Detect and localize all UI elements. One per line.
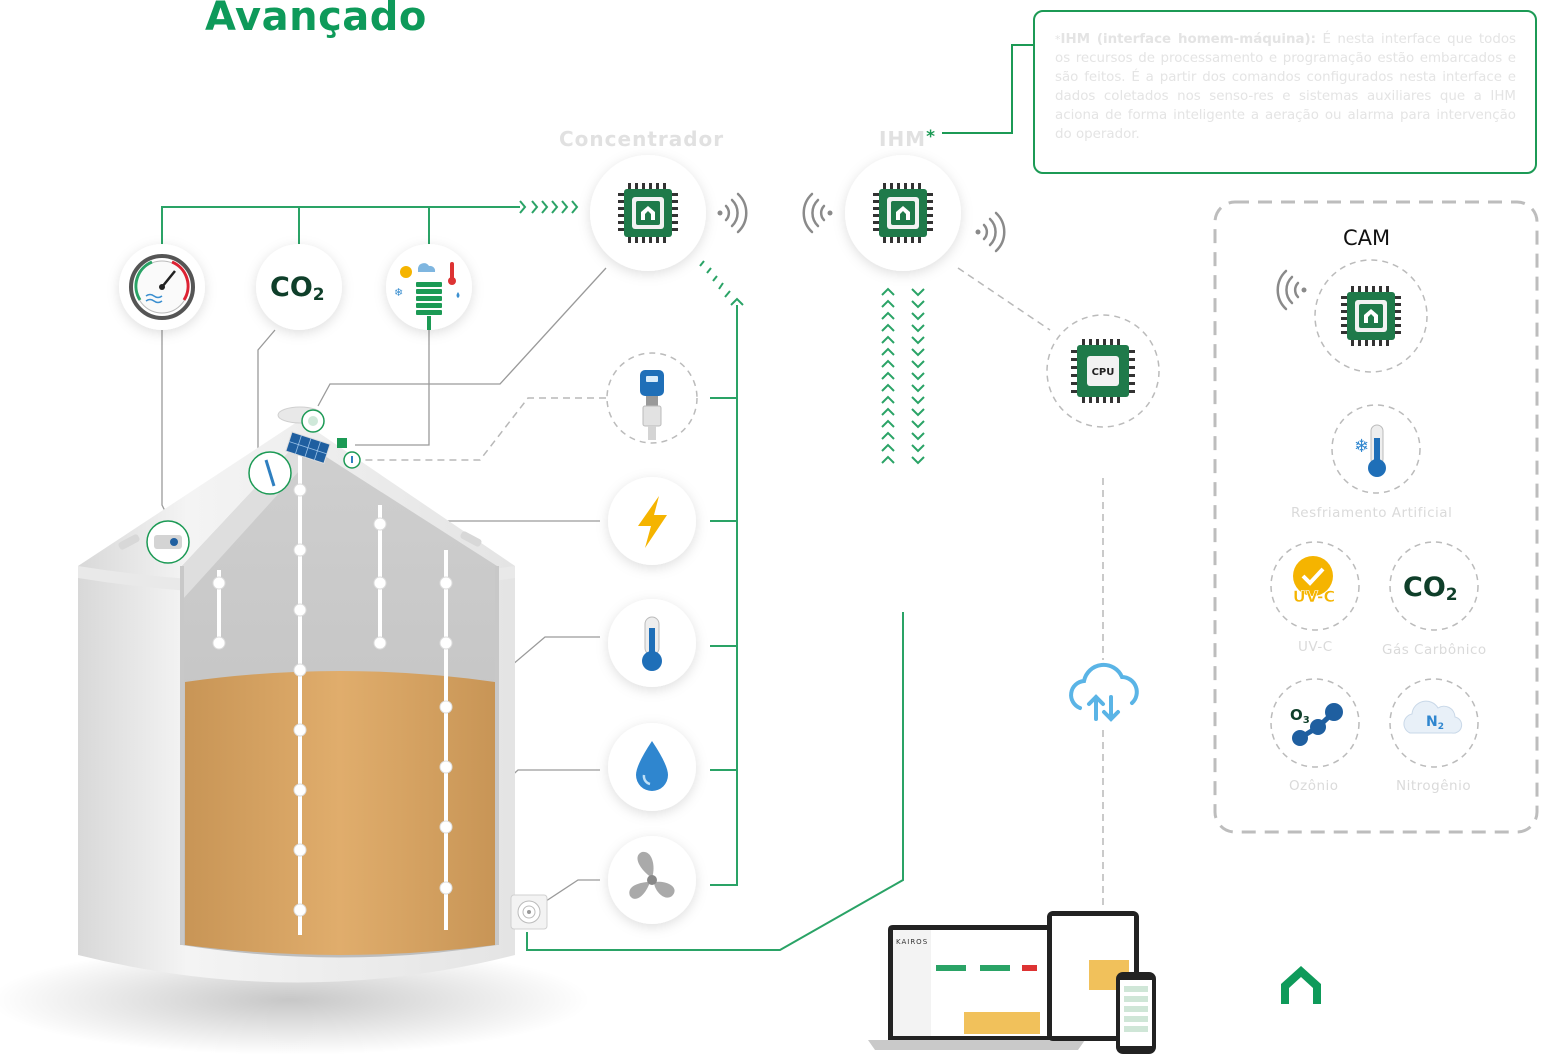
- ihm-note-line: [942, 44, 1033, 134]
- svg-text:❄: ❄: [394, 286, 403, 299]
- ozone-badge: O3: [1290, 706, 1310, 726]
- cooling-icon: ❄: [1331, 404, 1421, 494]
- energy-sensor-icon: [608, 477, 696, 565]
- temperature-sensor-icon: [608, 599, 696, 687]
- cloud-icon: [1069, 662, 1139, 722]
- level-sensor-icon: [606, 352, 698, 444]
- gray-dashed-lines: [360, 267, 1104, 910]
- nitrogen-caption: Nitrogênio: [1396, 778, 1472, 794]
- cooling-caption: Resfriamento Artificial: [1291, 505, 1453, 521]
- manometer-sensor: [119, 244, 205, 330]
- uvc-badge: UV-C: [1293, 587, 1336, 606]
- concentrador-label: Concentrador: [559, 127, 725, 151]
- ihm-asterisk: *: [926, 127, 936, 147]
- devices-mockup: [868, 911, 1156, 1054]
- ihm-note-body: É nesta interface que todos os recursos …: [1055, 32, 1516, 142]
- co2-badge: CO2: [1403, 572, 1458, 605]
- co2-sensor: [256, 244, 342, 330]
- ihm-note: *IHM (interface homem-máquina): É nesta …: [1033, 10, 1537, 174]
- cam-title: CAM: [1343, 226, 1391, 250]
- ozone-icon: [1270, 678, 1360, 768]
- cpu-chip: [1046, 314, 1160, 428]
- weather-station-sensor: ❄: [386, 244, 472, 330]
- fan-line: [526, 612, 904, 951]
- ozone-caption: Ozônio: [1289, 778, 1339, 794]
- devices-brand: KAIROS: [896, 938, 928, 946]
- nitrogen-badge: N2: [1426, 714, 1444, 732]
- ihm-chip: [802, 155, 1006, 271]
- ihm-label: IHM*: [879, 127, 936, 151]
- humidity-sensor-icon: [608, 723, 696, 811]
- right-sensor-bus: [699, 260, 744, 886]
- ihm-note-text: *IHM (interface homem-máquina): É nesta …: [1055, 30, 1516, 144]
- ihm-arrows: [881, 288, 925, 464]
- co2-icon: [1389, 541, 1479, 631]
- co2-sensor-label: CO2: [270, 272, 325, 305]
- cpu-label: CPU: [1092, 367, 1115, 378]
- nitrogen-icon: [1389, 678, 1479, 768]
- ihm-note-asterisk: *: [1055, 33, 1061, 46]
- uvc-caption: UV-C: [1298, 639, 1333, 655]
- uvc-icon: [1270, 541, 1360, 631]
- cam-box: [1213, 200, 1539, 834]
- ihm-label-text: IHM: [879, 127, 927, 151]
- page-title: Avançado: [205, 0, 427, 40]
- bus-arrows: [531, 200, 579, 214]
- silo: [0, 406, 590, 1055]
- brand-logo-icon: [1281, 966, 1321, 1004]
- svg-text:❄: ❄: [1354, 436, 1369, 457]
- co2-caption: Gás Carbônico: [1382, 642, 1487, 658]
- concentrador-chip: [590, 155, 748, 271]
- ihm-note-bold: IHM (interface homem-máquina):: [1060, 32, 1316, 47]
- sensor-bus-lines: [161, 200, 527, 245]
- fan-sensor-icon: [608, 836, 696, 924]
